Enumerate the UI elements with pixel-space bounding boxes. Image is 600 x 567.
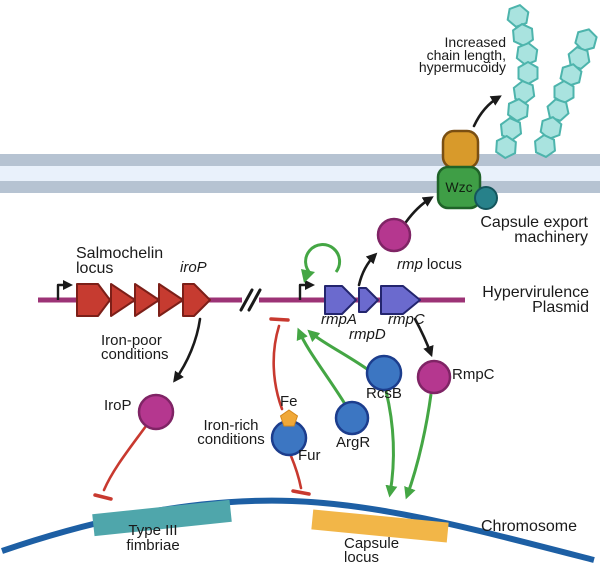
capsule-chain-right <box>533 25 600 159</box>
salmochelin-gene-3 <box>134 283 160 317</box>
capsule-locus-rect <box>311 509 449 543</box>
rmpc-capsule-arrow <box>404 393 433 500</box>
membrane-inner-leaflet <box>0 181 600 193</box>
rcsb-protein-circle <box>365 354 403 392</box>
irop-protein-label: IroP <box>104 397 132 414</box>
chromosome-label: Chromosome <box>481 518 578 535</box>
capsule-locus-label: Capsule locus <box>344 535 400 566</box>
type-iii-fimbriae-locus <box>92 499 232 537</box>
salmochelin-genes <box>76 283 211 317</box>
irop-protein-circle <box>137 393 175 431</box>
export-outer-protein <box>441 129 480 170</box>
capsule-chain-left <box>494 2 539 160</box>
inhibition-bar-rmp <box>269 317 290 322</box>
rmpd-gene-arrow <box>358 287 379 313</box>
rmpa-gene-arrow <box>324 285 357 315</box>
rmpa-translation-arrow <box>357 252 378 287</box>
argr-protein-circle <box>334 400 370 436</box>
inhibition-bar-capsule <box>291 489 311 496</box>
rmpc-translation-arrow <box>413 317 434 358</box>
cell-membrane <box>0 154 600 193</box>
rmpc-gene-arrow <box>380 285 421 315</box>
fur-label: Fur <box>298 447 321 464</box>
salmochelin-locus-label: Salmochelin locus <box>76 245 164 277</box>
rmp-promoter-arrow <box>298 279 316 300</box>
rmpd-gene-label: rmpD <box>349 326 386 343</box>
capsule-export-complex: Wzc <box>436 129 498 210</box>
iron-rich-label: Iron-rich conditions <box>197 417 265 448</box>
wzc-label: Wzc <box>445 179 472 195</box>
rcsb-capsule-arrow <box>384 390 398 498</box>
argr-label: ArgR <box>336 434 371 451</box>
irop-fimbriae-inhibition <box>102 424 148 492</box>
rmpc-protein-circle <box>416 359 452 395</box>
protein-to-wzc-arrow <box>404 196 434 224</box>
irop-gene-arrow <box>182 283 211 317</box>
argr-activation-arrow <box>296 327 347 405</box>
rmpa-gene-label: rmpA <box>321 311 357 328</box>
capsule-export-label: Capsule export machinery <box>480 214 588 246</box>
export-accessory-protein <box>474 186 498 210</box>
salmochelin-gene-2 <box>110 283 136 317</box>
capsule-chain-group <box>494 2 600 160</box>
rcsb-label: RcsB <box>366 385 402 402</box>
iron-poor-label: Iron-poor conditions <box>101 332 169 363</box>
salmochelin-gene-1 <box>76 283 111 317</box>
wzc-to-capsule-arrow <box>472 95 502 128</box>
inhibition-bar-fimbriae <box>93 493 113 501</box>
plasmid-break-slashes <box>239 288 262 312</box>
rmpa-autoregulation-loop <box>304 243 342 276</box>
rmpc-gene-label: rmpC <box>388 311 425 328</box>
wzc-protein <box>436 165 482 210</box>
fur-rmp-inhibition <box>272 324 284 411</box>
rmpa-protein-circle <box>376 217 412 253</box>
rmpc-protein-label: RmpC <box>452 366 495 383</box>
rcsb-activation-arrow <box>307 329 368 371</box>
fe-label: Fe <box>280 393 298 410</box>
irop-gene-label: iroP <box>180 259 207 276</box>
rmp-genes <box>324 285 421 315</box>
fe-ion-pentagon <box>279 409 299 427</box>
autoregulation-arrowhead <box>301 269 315 283</box>
salmochelin-promoter-arrow <box>56 279 74 300</box>
salmochelin-gene-4 <box>158 283 184 317</box>
hypermucoidy-label: Increased chain length, hypermucoidy <box>418 34 506 75</box>
fur-capsule-inhibition <box>289 454 303 490</box>
hypervirulence-plasmid-label: Hypervirulence Plasmid <box>482 284 589 316</box>
fimbriae-label: Type III fimbriae <box>126 522 180 554</box>
irop-translation-arrow <box>173 317 202 383</box>
